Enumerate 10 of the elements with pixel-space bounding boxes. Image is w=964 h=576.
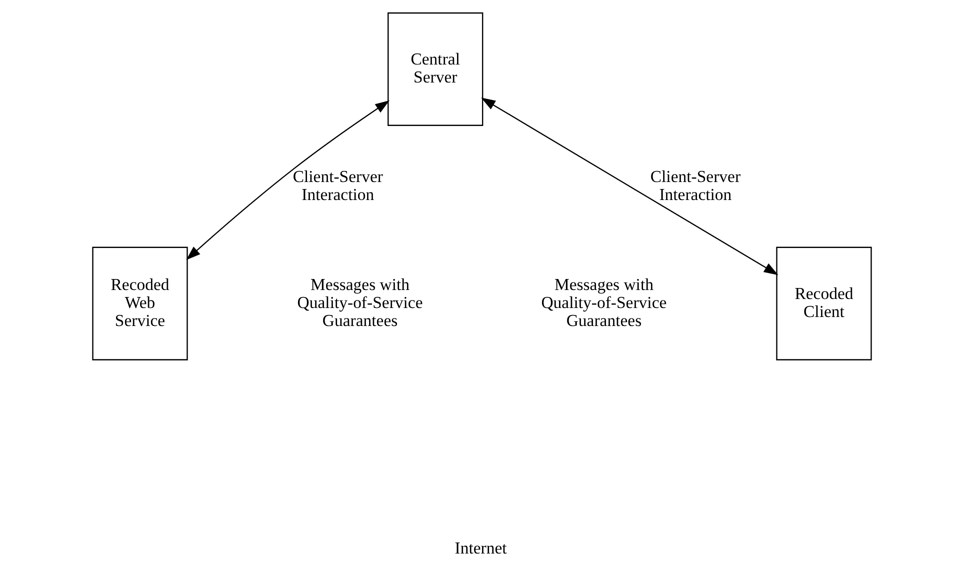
node-box: Central Server [388, 12, 484, 126]
node-box: Recoded Client [776, 246, 872, 360]
edge-label: Client-Server Interaction [292, 166, 383, 204]
arrow [481, 98, 778, 276]
label: Messages with Quality-of-Service Guarantees [541, 275, 667, 330]
arrow [186, 100, 390, 260]
node-box: Recoded Web Service [92, 246, 188, 360]
edge-label: Client-Server Interaction [650, 166, 741, 204]
label: Messages with Quality-of-Service Guarantees [297, 275, 423, 330]
label: Internet [454, 538, 507, 558]
